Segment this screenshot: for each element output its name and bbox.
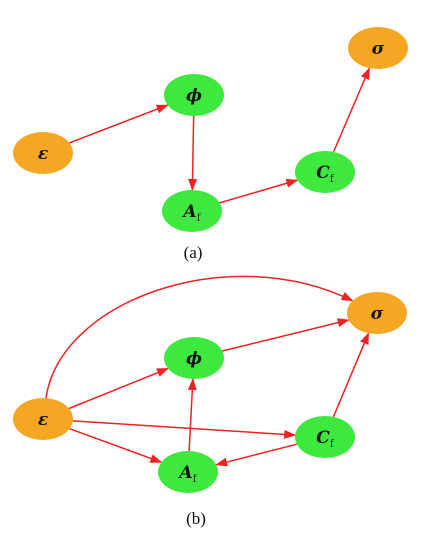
node-phi: ϕ (164, 337, 224, 379)
diagram-a: ε ϕAf Cf σ (a) (13, 27, 408, 262)
node-eps-ellipse (13, 398, 73, 440)
node-af-ellipse (162, 190, 222, 232)
node-sigma-label: σ (371, 304, 384, 324)
node-eps-label: ε (38, 410, 48, 430)
node-af-label: Af (177, 463, 196, 485)
node-phi-ellipse (164, 74, 224, 116)
node-eps-label: ε (38, 144, 48, 164)
edge-phi-to-af (188, 115, 198, 192)
edge-phi-to-sigma (222, 318, 350, 352)
diagram-a-caption: (a) (184, 243, 203, 262)
node-cf: Cf (295, 416, 355, 458)
diagram-b-nodes: ε ϕAf Cf σ (13, 292, 407, 493)
node-eps: ε (13, 398, 73, 440)
node-cf-ellipse (295, 416, 355, 458)
node-sigma: σ (348, 27, 408, 69)
edge-cf-to-sigma (332, 332, 370, 418)
node-sigma-ellipse (347, 292, 407, 334)
node-af-label: Af (181, 202, 200, 224)
node-phi-label: ϕ (186, 86, 202, 106)
edge-af-to-cf (219, 178, 299, 204)
node-eps-ellipse (13, 132, 73, 174)
edge-cf-to-af (215, 443, 298, 467)
diagram-b: ε ϕAf Cf σ (b) (13, 275, 407, 528)
node-af: Af (158, 451, 218, 493)
node-af-ellipse (158, 451, 218, 493)
node-cf-ellipse (295, 151, 355, 193)
node-phi-ellipse (164, 337, 224, 379)
node-sigma-ellipse (348, 27, 408, 69)
edge-af-to-phi (187, 377, 197, 452)
node-phi: ϕ (164, 74, 224, 116)
node-sigma-label: σ (372, 39, 385, 59)
diagram-b-edges (45, 275, 370, 467)
node-phi-label: ϕ (186, 349, 202, 369)
node-eps: ε (13, 132, 73, 174)
diagram-a-nodes: ε ϕAf Cf σ (13, 27, 408, 232)
diagram-a-edges (69, 67, 371, 204)
edge-cf-to-sigma (332, 67, 371, 153)
edge-eps-to-phi (69, 104, 169, 144)
node-cf-label: Cf (316, 163, 334, 185)
edge-eps-to-cf (72, 420, 297, 439)
edge-eps-to-phi (68, 367, 169, 410)
edge-eps-to-sigma (45, 275, 354, 399)
node-cf-label: Cf (316, 428, 334, 450)
node-af: Af (162, 190, 222, 232)
node-cf: Cf (295, 151, 355, 193)
edge-eps-to-af (69, 428, 163, 463)
node-sigma: σ (347, 292, 407, 334)
diagram-b-caption: (b) (186, 509, 206, 528)
